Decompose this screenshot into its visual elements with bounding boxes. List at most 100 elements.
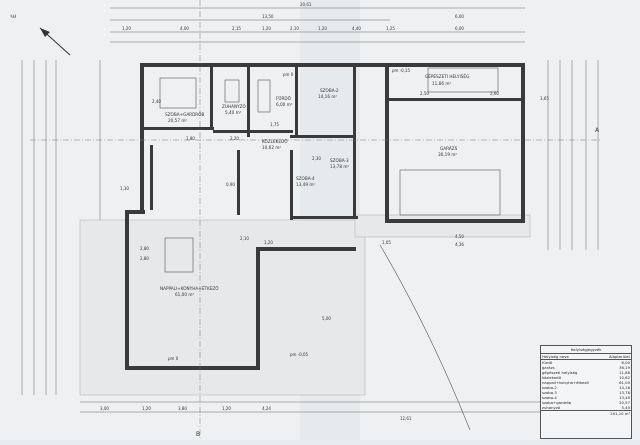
dim-top-seg: 2,15: [232, 26, 241, 31]
room-name: ZUHANYZÓ: [222, 104, 247, 109]
dim-label: 2,50: [420, 91, 429, 96]
dining-table: [164, 237, 194, 273]
table-cell-name: szoba-2: [542, 385, 557, 390]
table-cell-name: gépészeti helyiség: [542, 370, 578, 375]
table-cell-area: 61,00: [619, 380, 630, 385]
room-area: 11,86 m²: [432, 81, 451, 86]
dim-label: 0,90: [226, 182, 235, 187]
floor-mark: pm -0,05: [290, 352, 309, 357]
table-row: zuhanyzó 5,40: [541, 405, 631, 410]
interior-dimensions: 2,40 1,80 2,20 1,75 2,30 2,50 4,50 2,60 …: [120, 91, 549, 321]
dim-label: 4,50: [455, 234, 464, 239]
room-name: SZOBA+GARDRÓB: [165, 112, 205, 117]
table-row: szoba-4 13,49: [541, 395, 631, 400]
room-labels: SZOBA+GARDRÓB 20,57 m² ZUHANYZÓ 5,40 m² …: [160, 74, 469, 297]
dim-label: 5,00: [322, 316, 331, 321]
table-cell-name: közlekedő: [542, 375, 561, 380]
table-cell-area: 11,86: [619, 370, 630, 375]
table-cell-area: 13,78: [619, 390, 630, 395]
room-name: KÖZLEKEDŐ: [262, 139, 288, 144]
dim-label: 1,30: [120, 186, 129, 191]
room-area: 6,00 m²: [276, 102, 293, 107]
room-area: 10,62 m²: [262, 145, 281, 150]
table-cell-area: 20,57: [619, 400, 630, 405]
outer-walls: [125, 63, 525, 370]
dim-top-seg: 6,00: [455, 26, 464, 31]
north-mark: É: [10, 14, 18, 18]
room-name: GÉPÉSZETI HELYISÉG: [425, 74, 469, 79]
table-cell-area: 10,62: [619, 375, 630, 380]
table-row: szoba-2 14,16: [541, 385, 631, 390]
table-cell-area: 14,16: [619, 385, 630, 390]
table-cell-name: szoba-4: [542, 395, 557, 400]
dim-top-seg: 1,20: [262, 26, 271, 31]
room-name: SZOBA-2: [320, 88, 339, 93]
section-mark-a: A: [595, 127, 600, 134]
dim-label: 2,20: [230, 136, 239, 141]
table-row: szoba-3 13,78: [541, 390, 631, 395]
section-lines: A B: [30, 0, 600, 440]
table-cell-name: szoba+gardrób: [542, 400, 572, 405]
table-cell-area: 6,00: [621, 360, 630, 365]
room-area: 61,00 m²: [175, 292, 194, 297]
dim-bottom-seg: 1,20: [222, 406, 231, 411]
dim-label: 1,20: [264, 240, 273, 245]
table-row: szoba+gardrób 20,57: [541, 400, 631, 405]
table-row: gépészeti helyiség 11,86: [541, 370, 631, 375]
top-dimension-chains: 20,61 13,50 6,00 1,20 4,00 2,15 1,20 2,1…: [110, 2, 525, 43]
floor-mark: pm -0,15: [392, 68, 411, 73]
table-cell-name: fürdő: [542, 360, 552, 365]
table-cell-area: 13,49: [619, 395, 630, 400]
dim-top-seg: 1,20: [318, 26, 327, 31]
dim-top-total: 20,61: [300, 2, 312, 7]
table-header: Alapterület: [608, 354, 630, 359]
room-area: 13,78 m²: [330, 164, 349, 169]
room-name: FÜRDŐ: [276, 96, 292, 101]
room-schedule-table: Helyiségjegyzék Helyiség neve Alapterüle…: [540, 345, 632, 439]
dim-label: 2,10: [240, 236, 249, 241]
table-cell-area: 5,40: [621, 405, 630, 410]
dim-top-seg: 4,00: [180, 26, 189, 31]
table-cell-name: szoba-3: [542, 390, 557, 395]
dim-label: 3,65: [540, 96, 549, 101]
right-dimension-chains: [547, 60, 599, 250]
table-cell-name: zuhanyzó: [542, 405, 561, 410]
dim-label: 2,80: [140, 256, 149, 261]
floor-mark: pm 0: [168, 356, 179, 361]
room-name: SZOBA-4: [296, 176, 315, 181]
dim-label: 1,80: [186, 136, 195, 141]
inner-walls: [144, 67, 521, 220]
room-name: SZOBA-3: [330, 158, 349, 163]
dim-label: 1,05: [382, 240, 391, 245]
table-header: Helyiség neve: [542, 354, 569, 359]
bathtub: [257, 79, 271, 113]
room-area: 14,16 m²: [318, 94, 337, 99]
floor-mark: pm 0: [283, 72, 294, 77]
table-row: nappali+konyha+étkező 61,00: [541, 380, 631, 385]
table-cell-name: nappali+konyha+étkező: [542, 380, 589, 385]
dim-top-mid: 13,50: [262, 14, 274, 19]
bottom-dimension-chains: 3,00 1,20 3,80 1,20 4,24 12,61: [80, 401, 540, 421]
utility-equipment: [427, 67, 499, 93]
dim-bottom-seg: 3,80: [178, 406, 187, 411]
table-title: Helyiségjegyzék: [541, 346, 631, 354]
furniture: [159, 67, 501, 273]
driveway-curve: [379, 244, 471, 431]
dim-bottom-seg: 4,24: [262, 406, 271, 411]
dim-top-right: 6,00: [455, 14, 464, 19]
dim-label: 4,36: [455, 242, 464, 247]
dim-top-seg: 1,25: [386, 26, 395, 31]
dim-label: 2,30: [312, 156, 321, 161]
dim-top-seg: 2,10: [290, 26, 299, 31]
room-name: NAPPALI+KONYHA+ÉTKEZŐ: [160, 286, 219, 291]
room-area: 5,40 m²: [225, 110, 242, 115]
dim-bottom-seg: 3,00: [100, 406, 109, 411]
dim-bottom-seg: 1,20: [142, 406, 151, 411]
table-cell-name: garázs: [542, 365, 555, 370]
dim-bottom-total: 12,61: [400, 416, 412, 421]
table-total: 201,10 m²: [610, 411, 630, 416]
floor-level-marks: pm 0 pm 0 pm -0,05 pm -0,15: [168, 68, 411, 361]
room-name: GARÁZS: [440, 146, 458, 151]
